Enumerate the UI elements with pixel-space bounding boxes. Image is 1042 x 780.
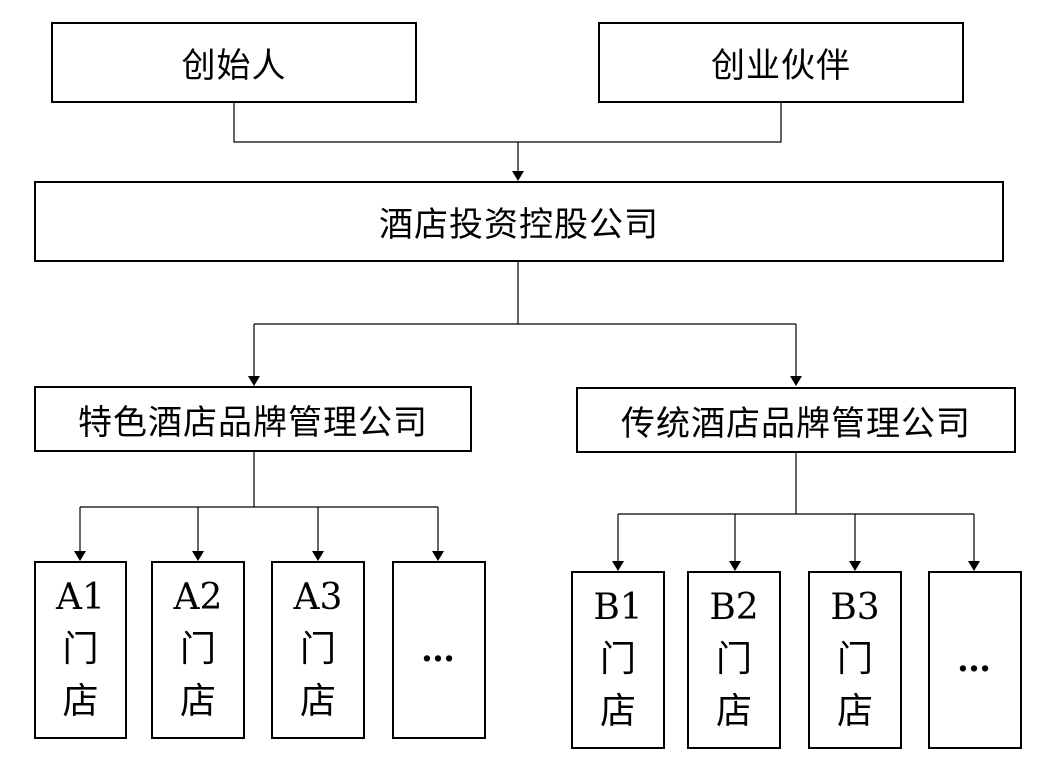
store-a2-line1: 门 — [179, 629, 216, 670]
store-a2-line2: 店 — [179, 681, 216, 722]
brand-b-label: 传统酒店品牌管理公司 — [621, 403, 971, 444]
store-b3-line2: 店 — [836, 691, 873, 732]
store-a3-line1: 门 — [299, 629, 336, 670]
store-b2-line1: 门 — [715, 639, 752, 680]
store-a3-line2: 店 — [299, 681, 336, 722]
store-a1-box: A1 门 店 — [34, 561, 127, 739]
founder-label: 创始人 — [181, 46, 287, 86]
store-a3-box: A3 门 店 — [271, 561, 365, 739]
edge-founder-holding — [233, 102, 518, 143]
edge-partner-holding — [518, 102, 782, 143]
partner-box: 创业伙伴 — [598, 22, 964, 103]
brand-a-box: 特色酒店品牌管理公司 — [34, 386, 472, 452]
store-b1-line2: 店 — [599, 691, 636, 732]
store-a1-line1: 门 — [62, 629, 99, 670]
brand-b-box: 传统酒店品牌管理公司 — [576, 387, 1016, 453]
store-a2-code: A2 — [173, 577, 223, 618]
brand-a-label: 特色酒店品牌管理公司 — [78, 402, 428, 443]
store-a-more-ellipsis: … — [421, 630, 457, 670]
store-b1-line1: 门 — [599, 639, 636, 680]
store-a3-code: A3 — [293, 577, 343, 618]
store-b2-box: B2 门 店 — [687, 571, 781, 749]
store-b-more-box: … — [928, 571, 1022, 749]
store-a1-code: A1 — [56, 577, 105, 618]
store-b3-code: B3 — [830, 587, 880, 628]
founder-box: 创始人 — [51, 22, 417, 103]
store-a2-box: A2 门 店 — [151, 561, 245, 739]
store-b3-box: B3 门 店 — [808, 571, 902, 749]
holding-company-box: 酒店投资控股公司 — [34, 181, 1004, 262]
store-b2-code: B2 — [709, 587, 759, 628]
store-b2-line2: 店 — [715, 691, 752, 732]
store-b-more-ellipsis: … — [957, 640, 993, 680]
store-b1-box: B1 门 店 — [571, 571, 665, 749]
store-a-more-box: … — [392, 561, 486, 739]
store-a1-line2: 店 — [62, 681, 99, 722]
partner-label: 创业伙伴 — [711, 46, 851, 86]
store-b3-line1: 门 — [836, 639, 873, 680]
holding-company-label: 酒店投资控股公司 — [379, 205, 659, 245]
store-b1-code: B1 — [593, 587, 643, 628]
